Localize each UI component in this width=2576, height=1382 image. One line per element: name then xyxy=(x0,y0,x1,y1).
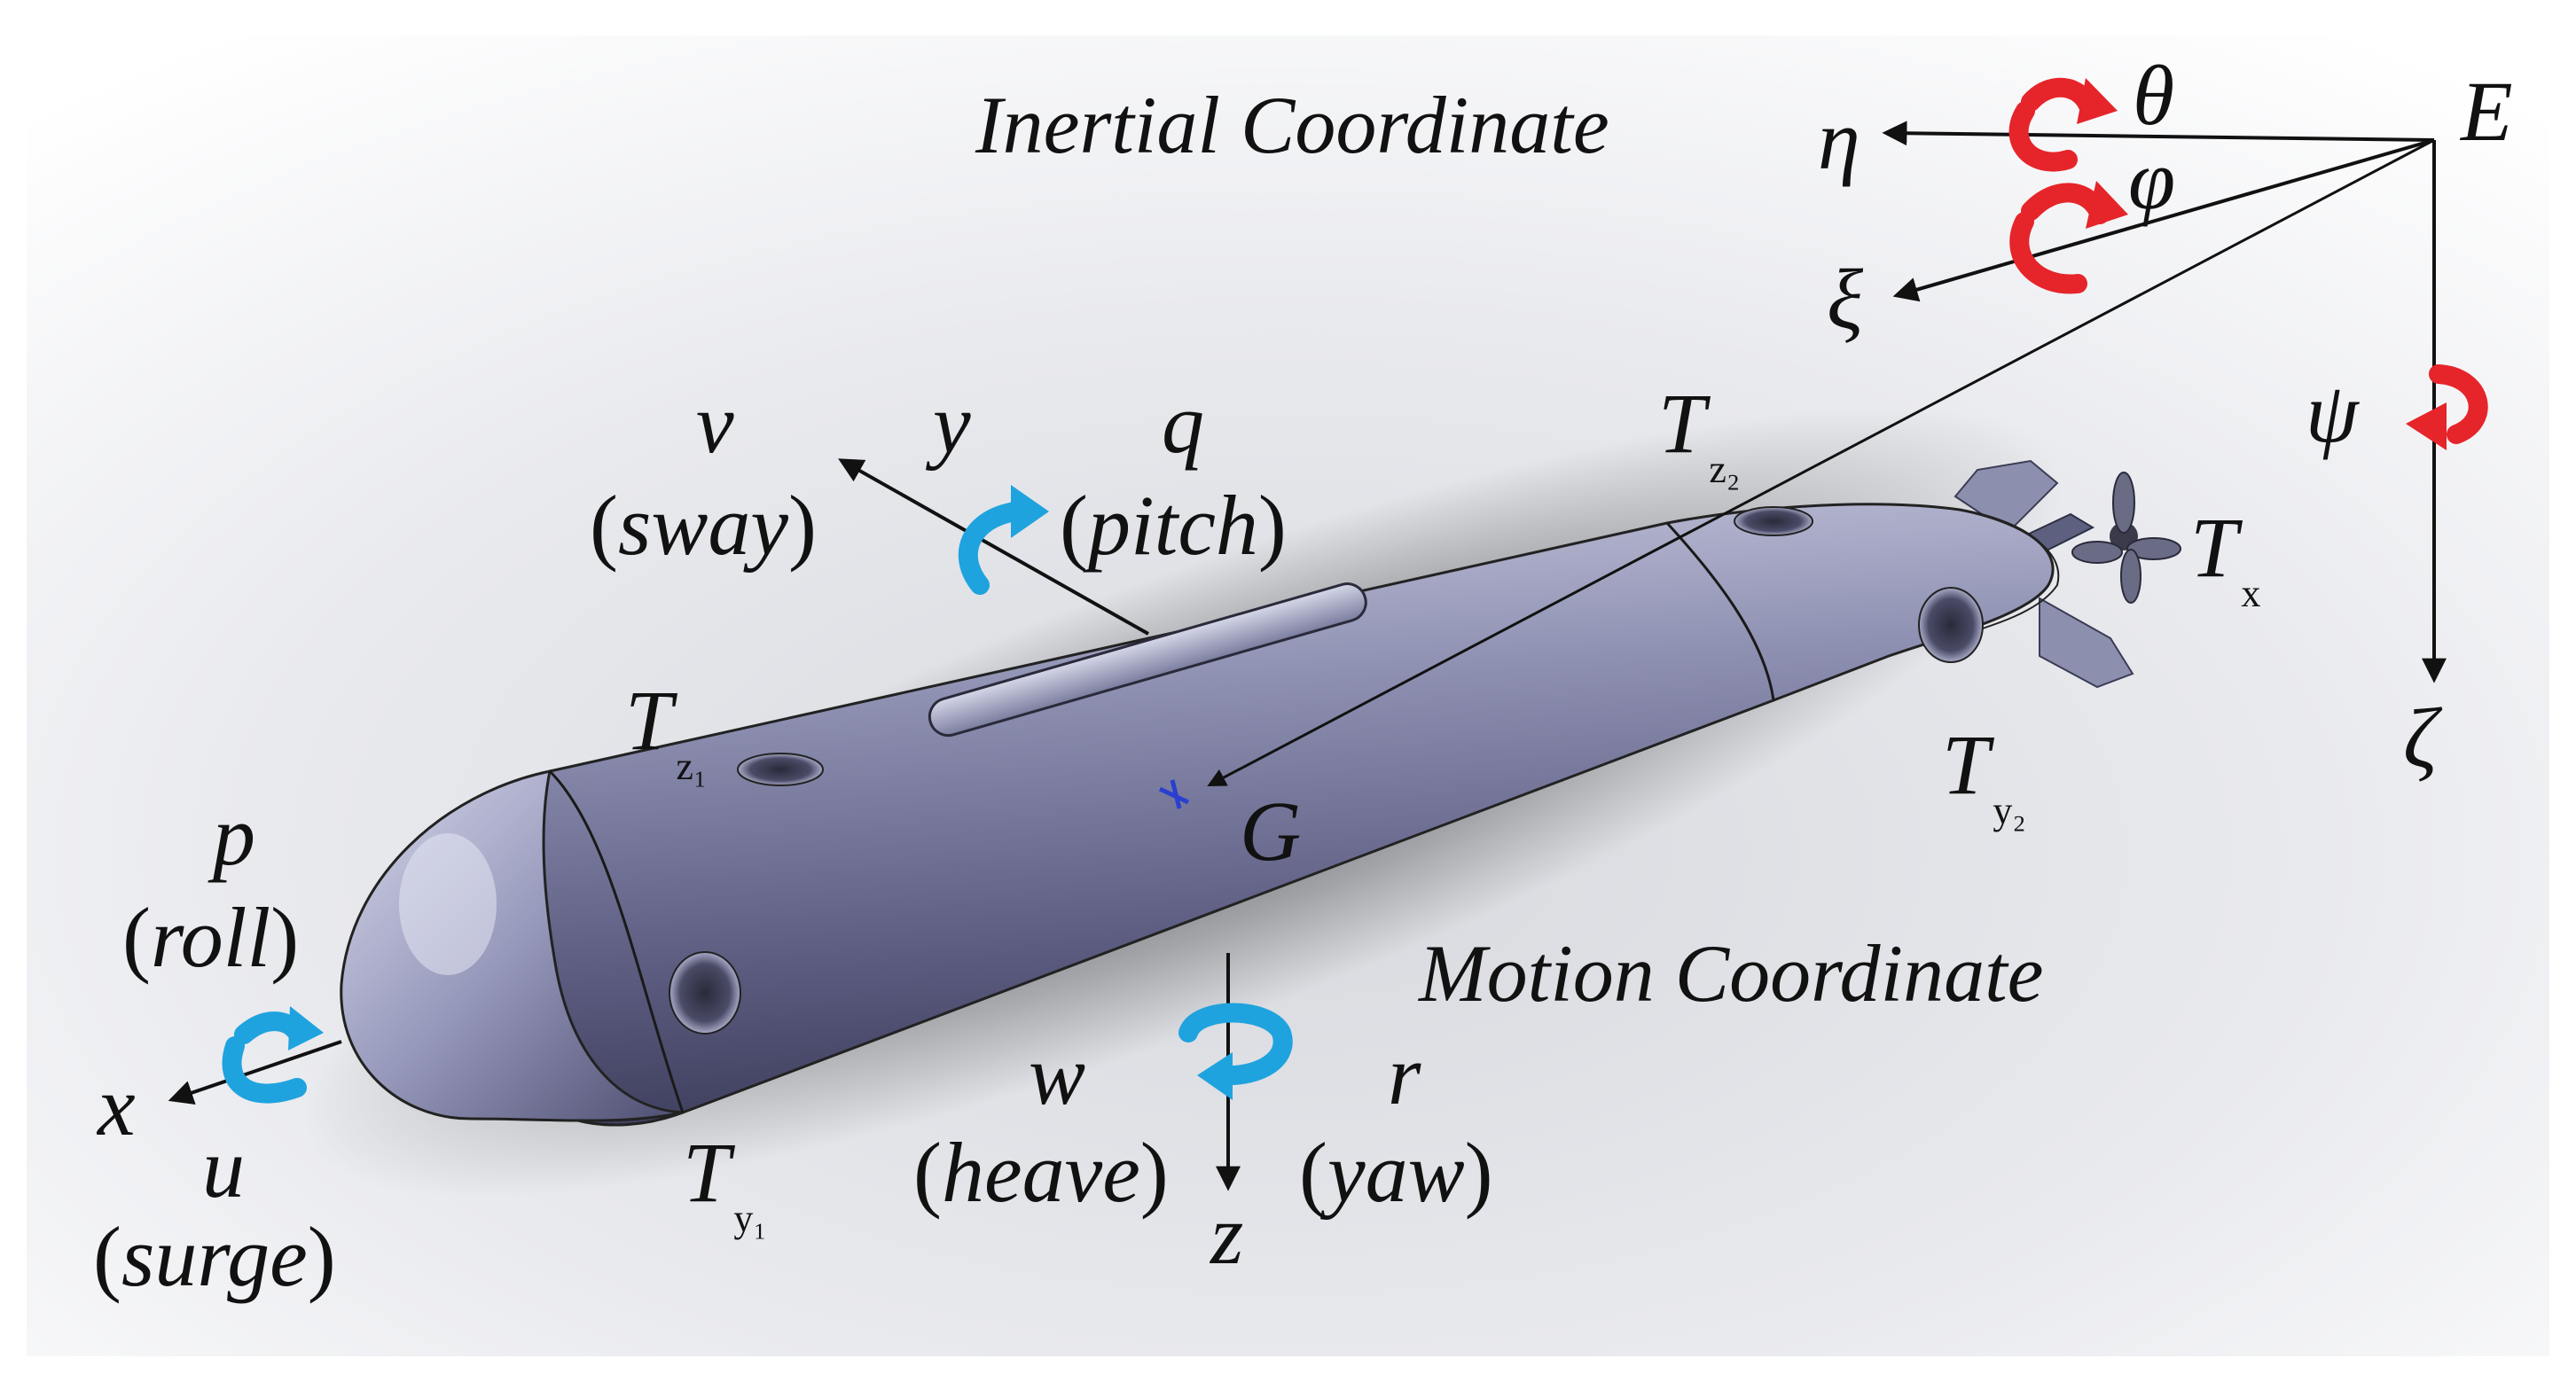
position-vector-eg xyxy=(1207,138,2435,786)
yaw-rotation-arrow xyxy=(1178,1003,1293,1100)
nose-highlight xyxy=(399,833,497,975)
eta-label: η xyxy=(1818,92,1860,187)
yaw-symbol-label: r xyxy=(1388,1027,1421,1122)
thruster-ty2-label: Ty₂ xyxy=(1942,717,2026,832)
axis-y xyxy=(838,458,1149,636)
thruster-tx-label: Tx xyxy=(2190,500,2261,615)
axis-eta xyxy=(1882,121,2435,146)
x-axis-label: x xyxy=(98,1058,136,1153)
phi-label: φ xyxy=(2128,132,2176,227)
xi-label: ξ xyxy=(1827,252,1864,347)
seam-rear xyxy=(1665,521,1775,701)
surge-symbol-label: u xyxy=(202,1120,245,1215)
seam-front xyxy=(548,769,685,1113)
psi-rotation-arrow xyxy=(2406,364,2488,450)
y-axis-label: y xyxy=(933,376,971,471)
axis-xi xyxy=(1892,138,2435,302)
pitch-symbol-label: q xyxy=(1162,376,1204,471)
roll-name-label: (roll) xyxy=(122,890,300,985)
tail-fin-bottom xyxy=(2039,597,2134,689)
inertial-rotation-arrows xyxy=(2008,77,2488,450)
origin-e-label: E xyxy=(2461,64,2513,159)
top-rail xyxy=(928,582,1367,738)
phi-rotation-arrow xyxy=(2009,181,2128,294)
theta-rotation-arrow xyxy=(2008,77,2118,172)
center-of-gravity-marker xyxy=(1158,779,1190,809)
sway-name-label: (sway) xyxy=(590,478,817,573)
tail-cone xyxy=(1950,509,2060,639)
axis-x xyxy=(168,1040,342,1105)
roll-rotation-arrow xyxy=(222,1006,324,1104)
theta-label: θ xyxy=(2133,48,2175,143)
thruster-ty1-label: Ty₁ xyxy=(683,1125,767,1240)
sway-symbol-label: v xyxy=(696,376,734,471)
psi-label: ψ xyxy=(2306,365,2359,460)
thruster-hole-ty1 xyxy=(669,951,741,1035)
z-axis-label: z xyxy=(1210,1187,1244,1282)
thruster-tz1-label: Tz₁ xyxy=(625,673,708,788)
heave-name-label: (heave) xyxy=(913,1125,1169,1220)
center-g-label: G xyxy=(1240,784,1302,878)
thruster-tz2-label: Tz₂ xyxy=(1658,376,1741,491)
thruster-hole-tz1 xyxy=(737,753,824,786)
pitch-name-label: (pitch) xyxy=(1060,478,1287,573)
heave-symbol-label: w xyxy=(1029,1027,1086,1122)
thruster-hole-tz2 xyxy=(1734,506,1813,536)
inertial-coordinate-title: Inertial Coordinate xyxy=(975,80,1609,170)
motion-rotation-arrows xyxy=(222,485,1293,1104)
yaw-name-label: (yaw) xyxy=(1299,1125,1493,1220)
auv-body xyxy=(340,459,2181,1127)
roll-symbol-label: p xyxy=(213,788,255,883)
zeta-label: ζ xyxy=(2403,691,2438,785)
pitch-rotation-arrow xyxy=(958,485,1049,595)
propeller xyxy=(2071,472,2181,604)
motion-coordinate-title: Motion Coordinate xyxy=(1419,928,2044,1019)
thruster-hole-ty2 xyxy=(1918,587,1984,663)
surge-name-label: (surge) xyxy=(93,1209,336,1304)
